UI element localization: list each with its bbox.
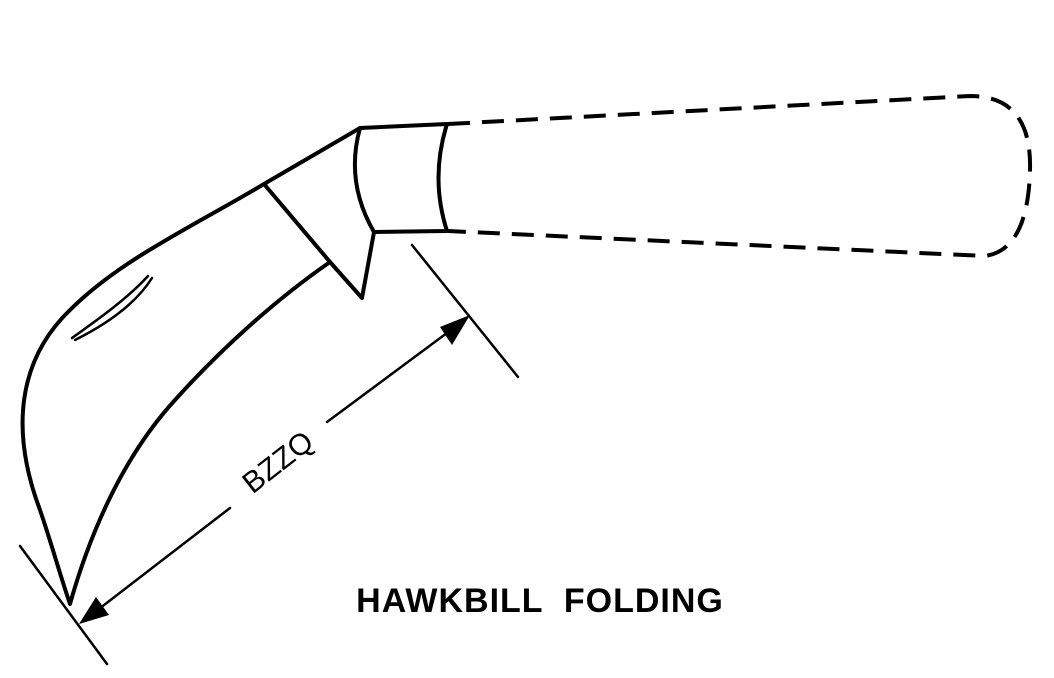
dimension-line-upper [325, 325, 457, 424]
dimension-line-lower [93, 506, 232, 614]
dimension-label: BZZQ [236, 425, 319, 500]
bolster [352, 122, 449, 234]
diagram-caption: HAWKBILL FOLDING [356, 582, 724, 620]
dimension-arrow-lower [79, 597, 109, 624]
extension-line-tip [18, 544, 109, 666]
blade-highlight [73, 276, 154, 342]
blade-outline [20, 126, 362, 606]
blade-highlight-inner [70, 274, 150, 340]
dimension-arrow-upper [440, 315, 470, 345]
handle-outline [447, 93, 1033, 259]
blade-heel [262, 182, 376, 300]
extension-line-heel [410, 243, 520, 379]
